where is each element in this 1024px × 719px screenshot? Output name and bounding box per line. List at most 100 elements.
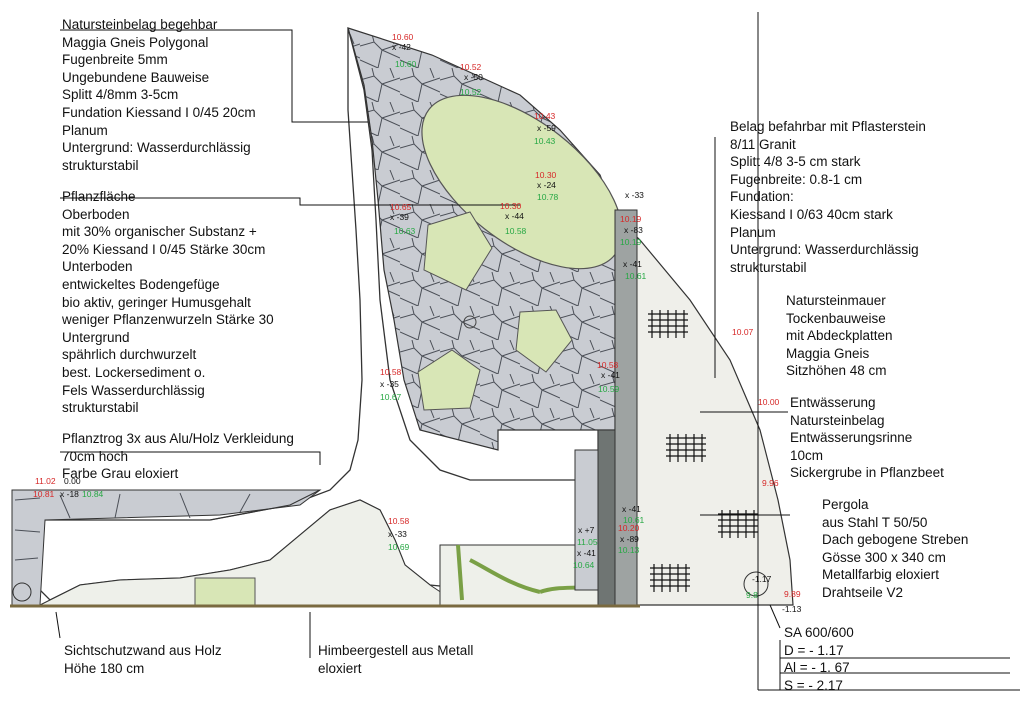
naturstein-line: Fugenbreite 5mm	[62, 52, 168, 68]
level-label: x -39	[390, 212, 409, 222]
level-label: x -24	[537, 180, 556, 190]
level-label: 9.8	[746, 590, 758, 600]
level-label: 10.13	[618, 545, 640, 555]
belag-line: Untergrund: Wasserdurchlässig	[730, 242, 919, 258]
level-label: 9.96	[762, 478, 779, 488]
leader-lines	[55, 12, 1020, 691]
drain-channel	[597, 429, 616, 606]
level-label: -1.17	[752, 574, 772, 584]
pflanztrog-line: Farbe Grau eloxiert	[62, 466, 179, 482]
pflanzflaeche-line: Pflanzfläche	[62, 189, 136, 204]
lawn-strip	[194, 577, 256, 606]
lower-bed	[39, 499, 462, 606]
label-belag-befahrbar: Belag befahrbar mit Pflasterstein 8/11 Gr…	[730, 118, 926, 276]
entwaesserung-line: Sickergrube in Pflanzbeet	[790, 465, 944, 481]
sa-line: S = - 2.17	[784, 677, 843, 693]
level-label: 0.00	[64, 476, 81, 486]
level-label: 11.05	[577, 537, 598, 547]
level-label: 10.84	[82, 489, 104, 499]
naturstein-line: Ungebundene Bauweise	[62, 69, 210, 85]
belag-line: Kiessand I 0/63 40cm stark	[730, 206, 893, 222]
level-label: 10.07	[732, 327, 754, 337]
level-label: x -33	[388, 529, 407, 539]
sa-line: D = - 1.17	[784, 642, 844, 658]
level-label: 10.64	[573, 560, 595, 570]
pflanzflaeche-line: best. Lockersediment o.	[62, 364, 206, 380]
granite-paving	[597, 198, 794, 606]
belag-line: 8/11 Granit	[730, 136, 796, 152]
sichtschutz-line: Sichtschutzwand aus Holz	[64, 643, 222, 658]
level-label: x -89	[620, 534, 639, 544]
sa-line: SA 600/600	[784, 625, 854, 640]
belag-line: Fugenbreite: 0.8-1 cm	[730, 171, 863, 187]
level-label: 10.65	[390, 202, 412, 212]
pflanzflaeche-line: bio aktiv, geringer Humusgehalt	[62, 294, 251, 310]
sichtschutz-line: Höhe 180 cm	[64, 660, 145, 676]
pergola-line: Dach gebogene Streben	[822, 532, 969, 548]
pergola-line: Drahtseile V2	[822, 584, 904, 600]
sa-line: Al = - 1. 67	[784, 660, 850, 676]
pflanzflaeche-line: weniger Pflanzenwurzeln Stärke 30	[62, 312, 274, 328]
level-label: 10.61	[625, 271, 647, 281]
label-himbeergestell: Himbeergestell aus Metall eloxiert	[318, 642, 473, 677]
level-label: 10.43	[534, 136, 556, 146]
level-label: x -18	[60, 489, 79, 499]
level-label: 10.30	[500, 201, 522, 211]
level-label: -1.13	[782, 604, 802, 614]
lawn-patch	[417, 349, 481, 411]
pflanzflaeche-line: entwickeltes Bodengefüge	[62, 276, 220, 292]
level-label: 9.89	[784, 589, 801, 599]
level-label: 11.02	[35, 476, 56, 486]
naturstein-line: Splitt 4/8mm 3-5cm	[62, 87, 179, 103]
mauer-line: Sitzhöhen 48 cm	[786, 363, 887, 379]
naturstein-line: strukturstabil	[62, 157, 139, 173]
level-label: 10.58	[597, 360, 619, 370]
pflanzflaeche-line: Fels Wasserdurchlässig	[62, 382, 205, 398]
level-label: x -35	[380, 379, 399, 389]
pergola-line: Gösse 300 x 340 cm	[822, 549, 946, 565]
level-label: x -42	[392, 42, 411, 52]
naturstein-line: Natursteinbelag begehbar	[62, 17, 218, 32]
level-label: 10.58	[388, 516, 410, 526]
level-label: 10.61	[623, 515, 645, 525]
level-label: 10.30	[535, 170, 557, 180]
level-label: 10.60	[392, 32, 414, 42]
himbeer-line: eloxiert	[318, 660, 362, 676]
level-label: 10.19	[620, 237, 642, 247]
level-label: x -44	[505, 211, 524, 221]
pflanzflaeche-line: Unterboden	[62, 259, 133, 275]
pflanzflaeche-line: mit 30% organischer Substanz +	[62, 224, 257, 240]
manhole-symbol	[743, 571, 769, 597]
entwaesserung-line: 10cm	[790, 447, 824, 463]
level-label: 10.43	[534, 111, 556, 121]
belag-line: strukturstabil	[730, 259, 807, 275]
level-label: 10.20	[618, 523, 640, 533]
level-label: 10.81	[33, 489, 55, 499]
naturstein-line: Untergrund: Wasserdurchlässig	[62, 140, 251, 156]
belag-line: Belag befahrbar mit Pflasterstein	[730, 119, 926, 134]
himbeer-line: Himbeergestell aus Metall	[318, 643, 474, 658]
naturstein-line: Planum	[62, 122, 108, 138]
level-label: x -33	[625, 190, 644, 200]
pflanzflaeche-line: 20% Kiessand I 0/45 Stärke 30cm	[62, 241, 266, 257]
level-label: 10.52	[460, 62, 482, 72]
level-label: 10.52	[460, 87, 482, 97]
level-label: 10.60	[395, 59, 417, 69]
level-label: x +7	[578, 525, 595, 535]
pflanzflaeche-line: strukturstabil	[62, 400, 139, 416]
naturstein-line: Maggia Gneis Polygonal	[62, 34, 209, 50]
pergola-line: aus Stahl T 50/50	[822, 514, 928, 530]
level-label: 10.59	[598, 384, 620, 394]
mauer-line: Maggia Gneis	[786, 345, 870, 361]
mauer-line: Tockenbauweise	[786, 310, 886, 326]
level-label: 10.69	[388, 542, 410, 552]
entwaesserung-line: Entwässerung	[790, 395, 876, 410]
pergola-grid	[648, 310, 758, 592]
